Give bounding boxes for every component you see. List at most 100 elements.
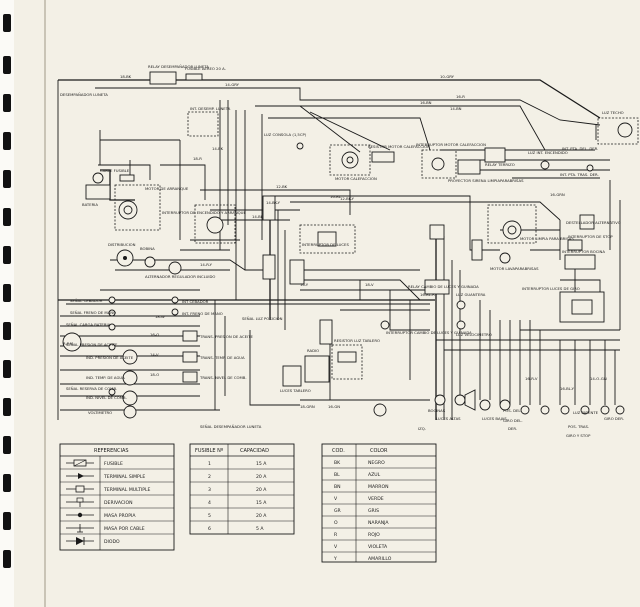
fuse-number: 1 — [208, 461, 211, 467]
lamp-icon — [456, 320, 466, 330]
wire-label: 14-BN — [450, 106, 462, 111]
binder-hole — [3, 246, 11, 264]
label-cable-fusible: CABLE FUSIBLE — [100, 168, 130, 173]
label-senal-carga: SEÑAL CARGA BATERIA — [66, 322, 111, 327]
wire-label: 18-GRN — [300, 404, 315, 409]
wire-label: 16-Y — [300, 282, 309, 287]
color-name: VIOLETA — [368, 544, 388, 550]
label-luz-patente: LUZ PATENTE — [573, 410, 599, 415]
label-senal-reserva: SEÑAL RESERVA DE COMB. — [66, 386, 117, 391]
label-bocinas: BOCINAS — [428, 408, 446, 413]
color-name: VERDE — [368, 496, 384, 502]
switch-box — [421, 149, 457, 179]
label-ind-nivel: IND. NIVEL DE COMB. — [86, 395, 127, 400]
color-code: Y — [333, 556, 337, 562]
fuse-header: CAPACIDAD — [240, 448, 269, 454]
lamp-icon — [373, 403, 387, 417]
fuse-number: 6 — [208, 526, 211, 532]
label-distribucion: DISTRIBUCION — [108, 242, 136, 247]
fuse-capacity: 15 A — [256, 500, 267, 506]
fuse-capacity: 15 A — [256, 461, 267, 467]
label-motor-calefaccion: MOTOR CALEFACCION — [335, 176, 377, 181]
starter-box — [114, 184, 161, 231]
fuse-number: 2 — [208, 474, 211, 480]
label-int-desempanador: INT. DESEMP. LUNETA — [190, 106, 231, 111]
wire-label: 16-GRN — [550, 192, 565, 197]
binder-hole — [3, 550, 11, 568]
label-bateria: BATERIA — [82, 202, 98, 207]
label-luz-consola: LUZ CONSOLA (1,5CP) — [264, 132, 307, 137]
color-header: COLOR — [370, 448, 388, 454]
label-der: DER. — [508, 426, 517, 431]
label-resistor-luz-tablero: RESISTOR LUZ TABLERO — [334, 338, 380, 343]
wire-labels: 18-BK 10-GRY 14-GRY 16-BN 14-BN 16-R 14-… — [120, 74, 607, 409]
label-interruptor-bocina: INTERRUPTOR BOCINA — [562, 249, 605, 254]
label-interruptor-luces-giro: INTERRUPTOR LUCES DE GIRO — [522, 286, 580, 291]
label-interruptor-cambio-luces: INTERRUPTOR CAMBIO DE LUCES Y GUINADA — [386, 330, 472, 335]
relay-desempanador-box — [149, 71, 177, 85]
lamp-icon — [540, 160, 550, 170]
label-voltimetro: VOLTIMETRO — [88, 410, 112, 415]
color-name: AMARILLO — [368, 556, 392, 562]
label-luces-altas: LUCES ALTAS — [436, 416, 461, 421]
lamp-icon — [617, 122, 633, 138]
cable-ground-icon — [66, 524, 94, 533]
reference-label: FUSIBLE — [104, 461, 123, 467]
label-trans-nivel: TRANS. NIVEL DE COMB. — [199, 375, 247, 380]
label-relay-cambio-luces: RELAY CAMBIO DE LUCES Y GUINADA — [408, 284, 479, 289]
label-senal-luz-posicion: SEÑAL LUZ POSICION — [242, 316, 283, 321]
ignition-box — [194, 204, 236, 244]
gauge-icon — [122, 390, 138, 406]
label-interruptor-encendido: INTERRUPTOR DE ENCENDIDO Y ARRANQUE — [162, 210, 246, 215]
color-name: NARANJA — [368, 520, 389, 526]
wire-label: 16-BL — [330, 194, 342, 199]
wire-label: 16-R — [456, 94, 465, 99]
diode-icon — [66, 537, 94, 545]
color-name: NEGRO — [368, 460, 385, 466]
label-pos-del: POS. DEL. — [503, 408, 522, 413]
wire-label: 14-V — [150, 352, 159, 357]
binder-hole — [3, 284, 11, 302]
wire-label: 14-BK — [212, 146, 224, 151]
fuse-number: 4 — [208, 500, 211, 506]
binding-strip — [0, 0, 14, 607]
color-code-table: COD. COLOR BK NEGRO BL AZUL BN MARRON V … — [321, 443, 437, 563]
wire-label: 14-R-Y — [200, 262, 213, 267]
label-ind-temp: IND. TEMP. DE AGUA — [86, 375, 125, 380]
label-luces-tablero: LUCES TABLERO — [280, 388, 311, 393]
binder-hole — [3, 360, 11, 378]
lamp-icon — [296, 142, 304, 150]
wire-label: 16-BL-Y — [560, 386, 575, 391]
label-interruptor-luces: INTERRUPTOR DE LUCES — [302, 242, 349, 247]
label-motor-lavaparabrisas: MOTOR LAVAPARABRISAS — [490, 266, 539, 271]
label-motor-limpia: MOTOR LIMPIA PARA BRISAS — [520, 236, 575, 241]
own-ground-icon — [66, 512, 94, 518]
binder-hole — [3, 14, 11, 32]
binder-hole — [3, 56, 11, 74]
label-int-cebador: INT CEBADOR — [182, 299, 209, 304]
color-code: O — [334, 520, 338, 526]
int-desempanador-box — [187, 111, 219, 137]
lamp-icon — [456, 300, 466, 310]
color-code: V — [334, 496, 338, 502]
motor-icon — [499, 252, 511, 264]
label-pos-tras: POS. TRAS. — [568, 424, 589, 429]
radio-box — [304, 355, 330, 383]
fuse-number: 3 — [208, 487, 211, 493]
fuse-number: 5 — [208, 513, 211, 519]
wire-label: 12-BK — [276, 184, 288, 189]
voltmeter-icon — [123, 405, 137, 419]
derivation-icon — [66, 497, 94, 507]
color-code: BN — [334, 484, 341, 490]
label-proyector-sirena: PROYECTOR SIRENA LIMPIAPARABRISAS — [448, 178, 524, 183]
binder-hole — [3, 474, 11, 492]
gauge-icon — [122, 370, 138, 386]
wire-label: 10-GRY — [440, 74, 455, 79]
label-motor-arranque: MOTOR DE ARRANQUE — [145, 186, 189, 191]
reference-label: MASA POR CABLE — [104, 526, 145, 532]
label-destellador: DESTELLADOR ALTERNATIVO — [566, 220, 621, 225]
binder-hole — [3, 322, 11, 340]
references-title: REFERENCIAS — [94, 448, 129, 454]
headlamp-icon — [454, 394, 466, 406]
